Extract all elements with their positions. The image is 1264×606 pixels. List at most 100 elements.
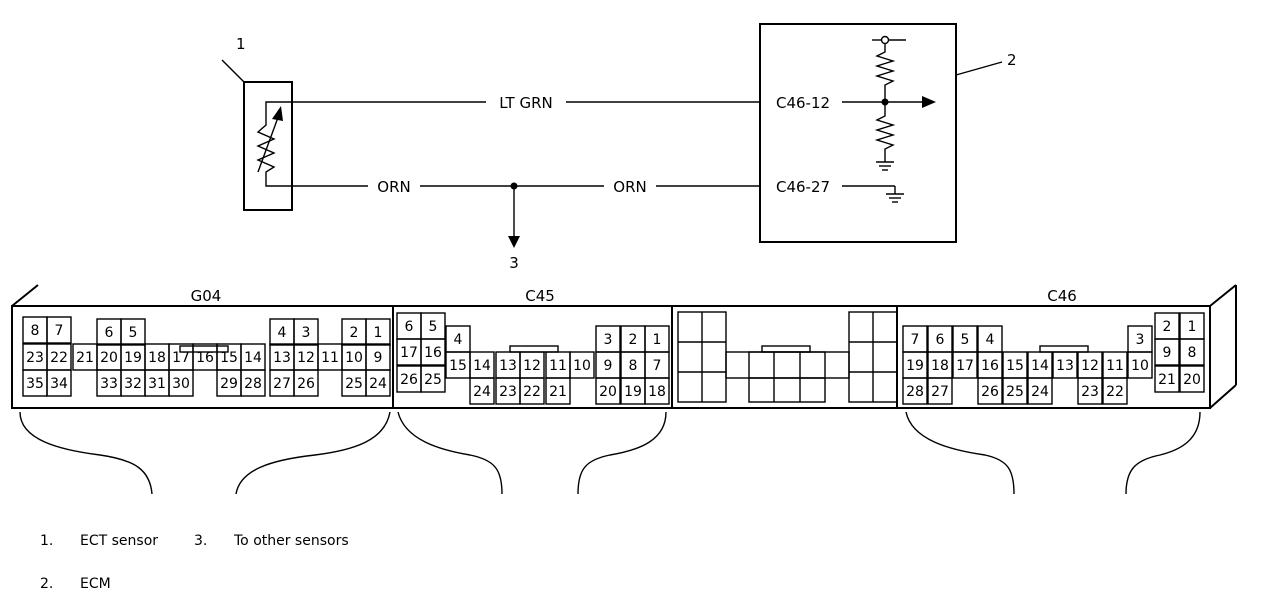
callout-3: 3 bbox=[509, 254, 519, 272]
pin-number: 10 bbox=[345, 350, 363, 366]
pin-cell bbox=[1154, 365, 1180, 393]
pin-cell bbox=[120, 318, 146, 346]
pin-number: 25 bbox=[1006, 384, 1024, 400]
pin-cell bbox=[168, 369, 194, 397]
connector-label-c46: C46 bbox=[1047, 287, 1077, 305]
pin-cell bbox=[1102, 377, 1128, 405]
pin-number: 19 bbox=[124, 350, 142, 366]
pin-number: 22 bbox=[523, 384, 541, 400]
pin-number: 28 bbox=[906, 384, 924, 400]
pin-number: 23 bbox=[1081, 384, 1099, 400]
legend-text-3: To other sensors bbox=[234, 533, 349, 549]
pin-number: 8 bbox=[629, 358, 638, 374]
pin-number: 35 bbox=[26, 376, 44, 392]
pin-number: 4 bbox=[986, 332, 995, 348]
pin-cell bbox=[46, 316, 72, 344]
pin-cell bbox=[1077, 377, 1103, 405]
ect-sensor bbox=[243, 81, 296, 211]
pin-cell bbox=[469, 377, 495, 405]
legend-number-1: 1. bbox=[40, 533, 54, 549]
harness-curves bbox=[19, 411, 1201, 495]
legend-text-1: ECT sensor bbox=[80, 533, 159, 549]
pin-number: 24 bbox=[369, 376, 387, 392]
connector-label-c45: C45 bbox=[525, 287, 555, 305]
pin-number: 24 bbox=[473, 384, 491, 400]
pin-number: 4 bbox=[454, 332, 463, 348]
pin-number: 8 bbox=[1188, 345, 1197, 361]
connector-label-g04: G04 bbox=[191, 287, 222, 305]
pin-number: 17 bbox=[956, 358, 974, 374]
pin-cell bbox=[519, 377, 545, 405]
pin-number: 7 bbox=[55, 323, 64, 339]
ground-wire bbox=[296, 182, 760, 248]
pin-number: 34 bbox=[50, 376, 68, 392]
pin-number: 26 bbox=[297, 376, 315, 392]
pin-cell bbox=[1179, 338, 1205, 366]
pin-number: 26 bbox=[400, 372, 418, 388]
pin-cell bbox=[365, 318, 391, 346]
pin-number: 11 bbox=[549, 358, 567, 374]
pin-number: 2 bbox=[629, 332, 638, 348]
pin-number: 7 bbox=[653, 358, 662, 374]
pin-number: 14 bbox=[1031, 358, 1049, 374]
pin-number: 19 bbox=[624, 384, 642, 400]
pin-cell bbox=[293, 369, 319, 397]
pin-number: 11 bbox=[1106, 358, 1124, 374]
pin-number: 25 bbox=[424, 372, 442, 388]
pin-number: 10 bbox=[1131, 358, 1149, 374]
pin-cell bbox=[1154, 338, 1180, 366]
pin-number: 16 bbox=[424, 345, 442, 361]
pin-number: 3 bbox=[302, 325, 311, 341]
pin-number: 3 bbox=[604, 332, 613, 348]
pin-cell bbox=[365, 369, 391, 397]
ground-wire-color-1: ORN bbox=[377, 178, 410, 196]
legend-number-2: 2. bbox=[40, 576, 54, 592]
pin-number: 29 bbox=[220, 376, 238, 392]
pin-number: 15 bbox=[449, 358, 467, 374]
pin-number: 25 bbox=[345, 376, 363, 392]
pin-number: 9 bbox=[374, 350, 383, 366]
pin-number: 6 bbox=[105, 325, 114, 341]
pin-number: 18 bbox=[148, 350, 166, 366]
pin-cell bbox=[293, 318, 319, 346]
pin-cell bbox=[1002, 377, 1028, 405]
pin-number: 14 bbox=[244, 350, 262, 366]
pin-number: 20 bbox=[599, 384, 617, 400]
pin-number: 24 bbox=[1031, 384, 1049, 400]
pin-number: 5 bbox=[129, 325, 138, 341]
pin-number: 6 bbox=[936, 332, 945, 348]
terminal-c46-27: C46-27 bbox=[776, 178, 830, 196]
pin-cell bbox=[952, 351, 978, 379]
legend-text-2: ECM bbox=[80, 576, 111, 592]
pin-number: 33 bbox=[100, 376, 118, 392]
pin-number: 19 bbox=[906, 358, 924, 374]
pin-number: 7 bbox=[911, 332, 920, 348]
ground-wire-color-2: ORN bbox=[613, 178, 646, 196]
pin-number: 30 bbox=[172, 376, 190, 392]
pin-number: 22 bbox=[50, 350, 68, 366]
pin-cell bbox=[545, 377, 571, 405]
pin-number: 23 bbox=[26, 350, 44, 366]
pin-cell bbox=[644, 377, 670, 405]
pin-cell bbox=[1127, 325, 1153, 353]
pin-number: 1 bbox=[653, 332, 662, 348]
pin-number: 13 bbox=[273, 350, 291, 366]
pin-number: 28 bbox=[244, 376, 262, 392]
pin-number: 1 bbox=[374, 325, 383, 341]
pin-cell bbox=[902, 377, 928, 405]
pin-number: 1 bbox=[1188, 319, 1197, 335]
pin-cell bbox=[420, 365, 446, 393]
pin-number: 17 bbox=[172, 350, 190, 366]
pin-number: 31 bbox=[148, 376, 166, 392]
pin-number: 11 bbox=[321, 350, 339, 366]
pin-number: 6 bbox=[405, 319, 414, 335]
legend-number-3: 3. bbox=[194, 533, 208, 549]
pin-number: 17 bbox=[400, 345, 418, 361]
ecm-box bbox=[759, 23, 957, 243]
pin-number: 32 bbox=[124, 376, 142, 392]
pin-number: 27 bbox=[931, 384, 949, 400]
pin-cell bbox=[927, 377, 953, 405]
pin-number: 26 bbox=[981, 384, 999, 400]
